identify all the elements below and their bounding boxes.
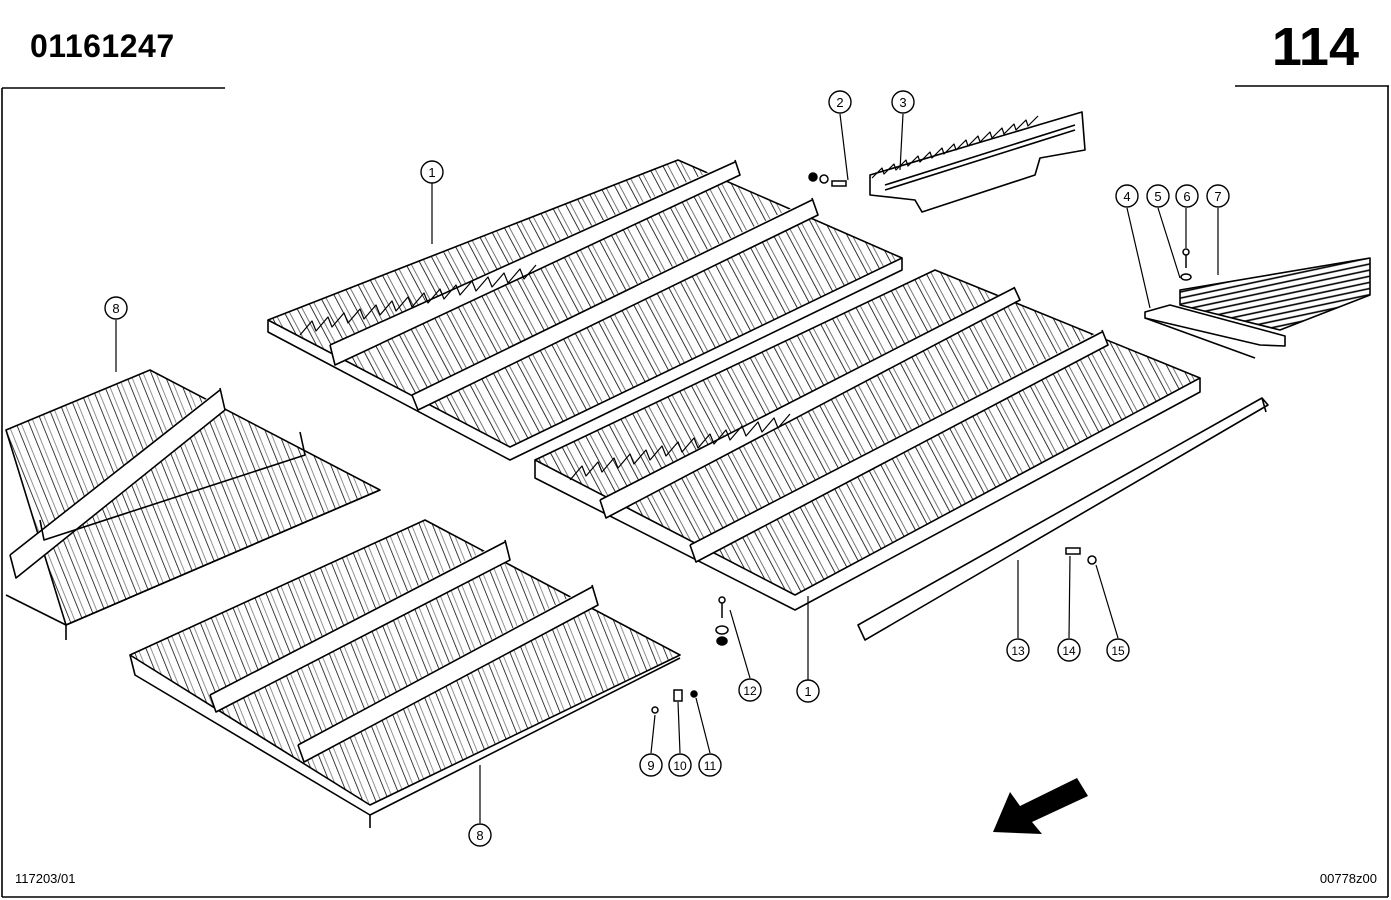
callout-1-upper: 1: [420, 160, 444, 184]
part-number: 01161247: [30, 28, 175, 64]
callout-label: 15: [1111, 644, 1125, 658]
callout-label: 11: [704, 759, 717, 773]
callout-label: 4: [1123, 189, 1130, 204]
callout-label: 9: [647, 758, 654, 773]
callout-4: 4: [1115, 184, 1139, 208]
sieve-section-left: [5, 369, 381, 640]
callout-label: 7: [1214, 189, 1221, 204]
callout-10: 10: [668, 753, 692, 777]
sieve-section-upper: [267, 159, 903, 461]
callout-label: 3: [899, 95, 906, 110]
callout-label: 12: [743, 684, 757, 698]
rod-comb-assembly: [1144, 257, 1371, 359]
callout-13: 13: [1006, 638, 1030, 662]
callout-label: 5: [1154, 189, 1161, 204]
angle-strip: [857, 397, 1269, 641]
sheet-frame: [1, 85, 1389, 898]
callout-label: 1: [804, 684, 811, 699]
callout-label: 13: [1011, 644, 1025, 658]
callout-label: 8: [112, 301, 119, 316]
sieve-section-lower: [129, 519, 681, 828]
callout-label: 8: [476, 828, 483, 843]
callout-badges: 1 1 2 3 4 5 6 7 8 8 9 10 11 12 13 14 15: [104, 90, 1230, 847]
callout-14: 14: [1057, 638, 1081, 662]
callout-6: 6: [1175, 184, 1199, 208]
callout-8-lower: 8: [468, 823, 492, 847]
callout-label: 10: [673, 759, 687, 773]
callout-12: 12: [738, 678, 762, 702]
callout-8-left: 8: [104, 296, 128, 320]
drawing-reference-left: 117203/01: [15, 871, 76, 886]
page-number: 114: [1271, 17, 1359, 77]
callout-11: 11: [698, 753, 722, 777]
callout-label: 14: [1062, 644, 1076, 658]
callout-lines: [115, 113, 1219, 823]
hardware-parts: [651, 172, 1192, 714]
callout-label: 6: [1183, 189, 1190, 204]
callout-3: 3: [891, 90, 915, 114]
callout-7: 7: [1206, 184, 1230, 208]
callout-1-lower: 1: [796, 679, 820, 703]
callout-5: 5: [1146, 184, 1170, 208]
callout-9: 9: [639, 753, 663, 777]
callout-label: 1: [428, 165, 435, 180]
direction-arrow-icon: [993, 778, 1088, 834]
callout-2: 2: [828, 90, 852, 114]
callout-label: 2: [836, 95, 843, 110]
callout-15: 15: [1106, 638, 1130, 662]
tooth-strip: [869, 111, 1086, 213]
sieve-section-middle: [534, 269, 1201, 611]
drawing-reference-right: 00778z00: [1319, 871, 1377, 886]
